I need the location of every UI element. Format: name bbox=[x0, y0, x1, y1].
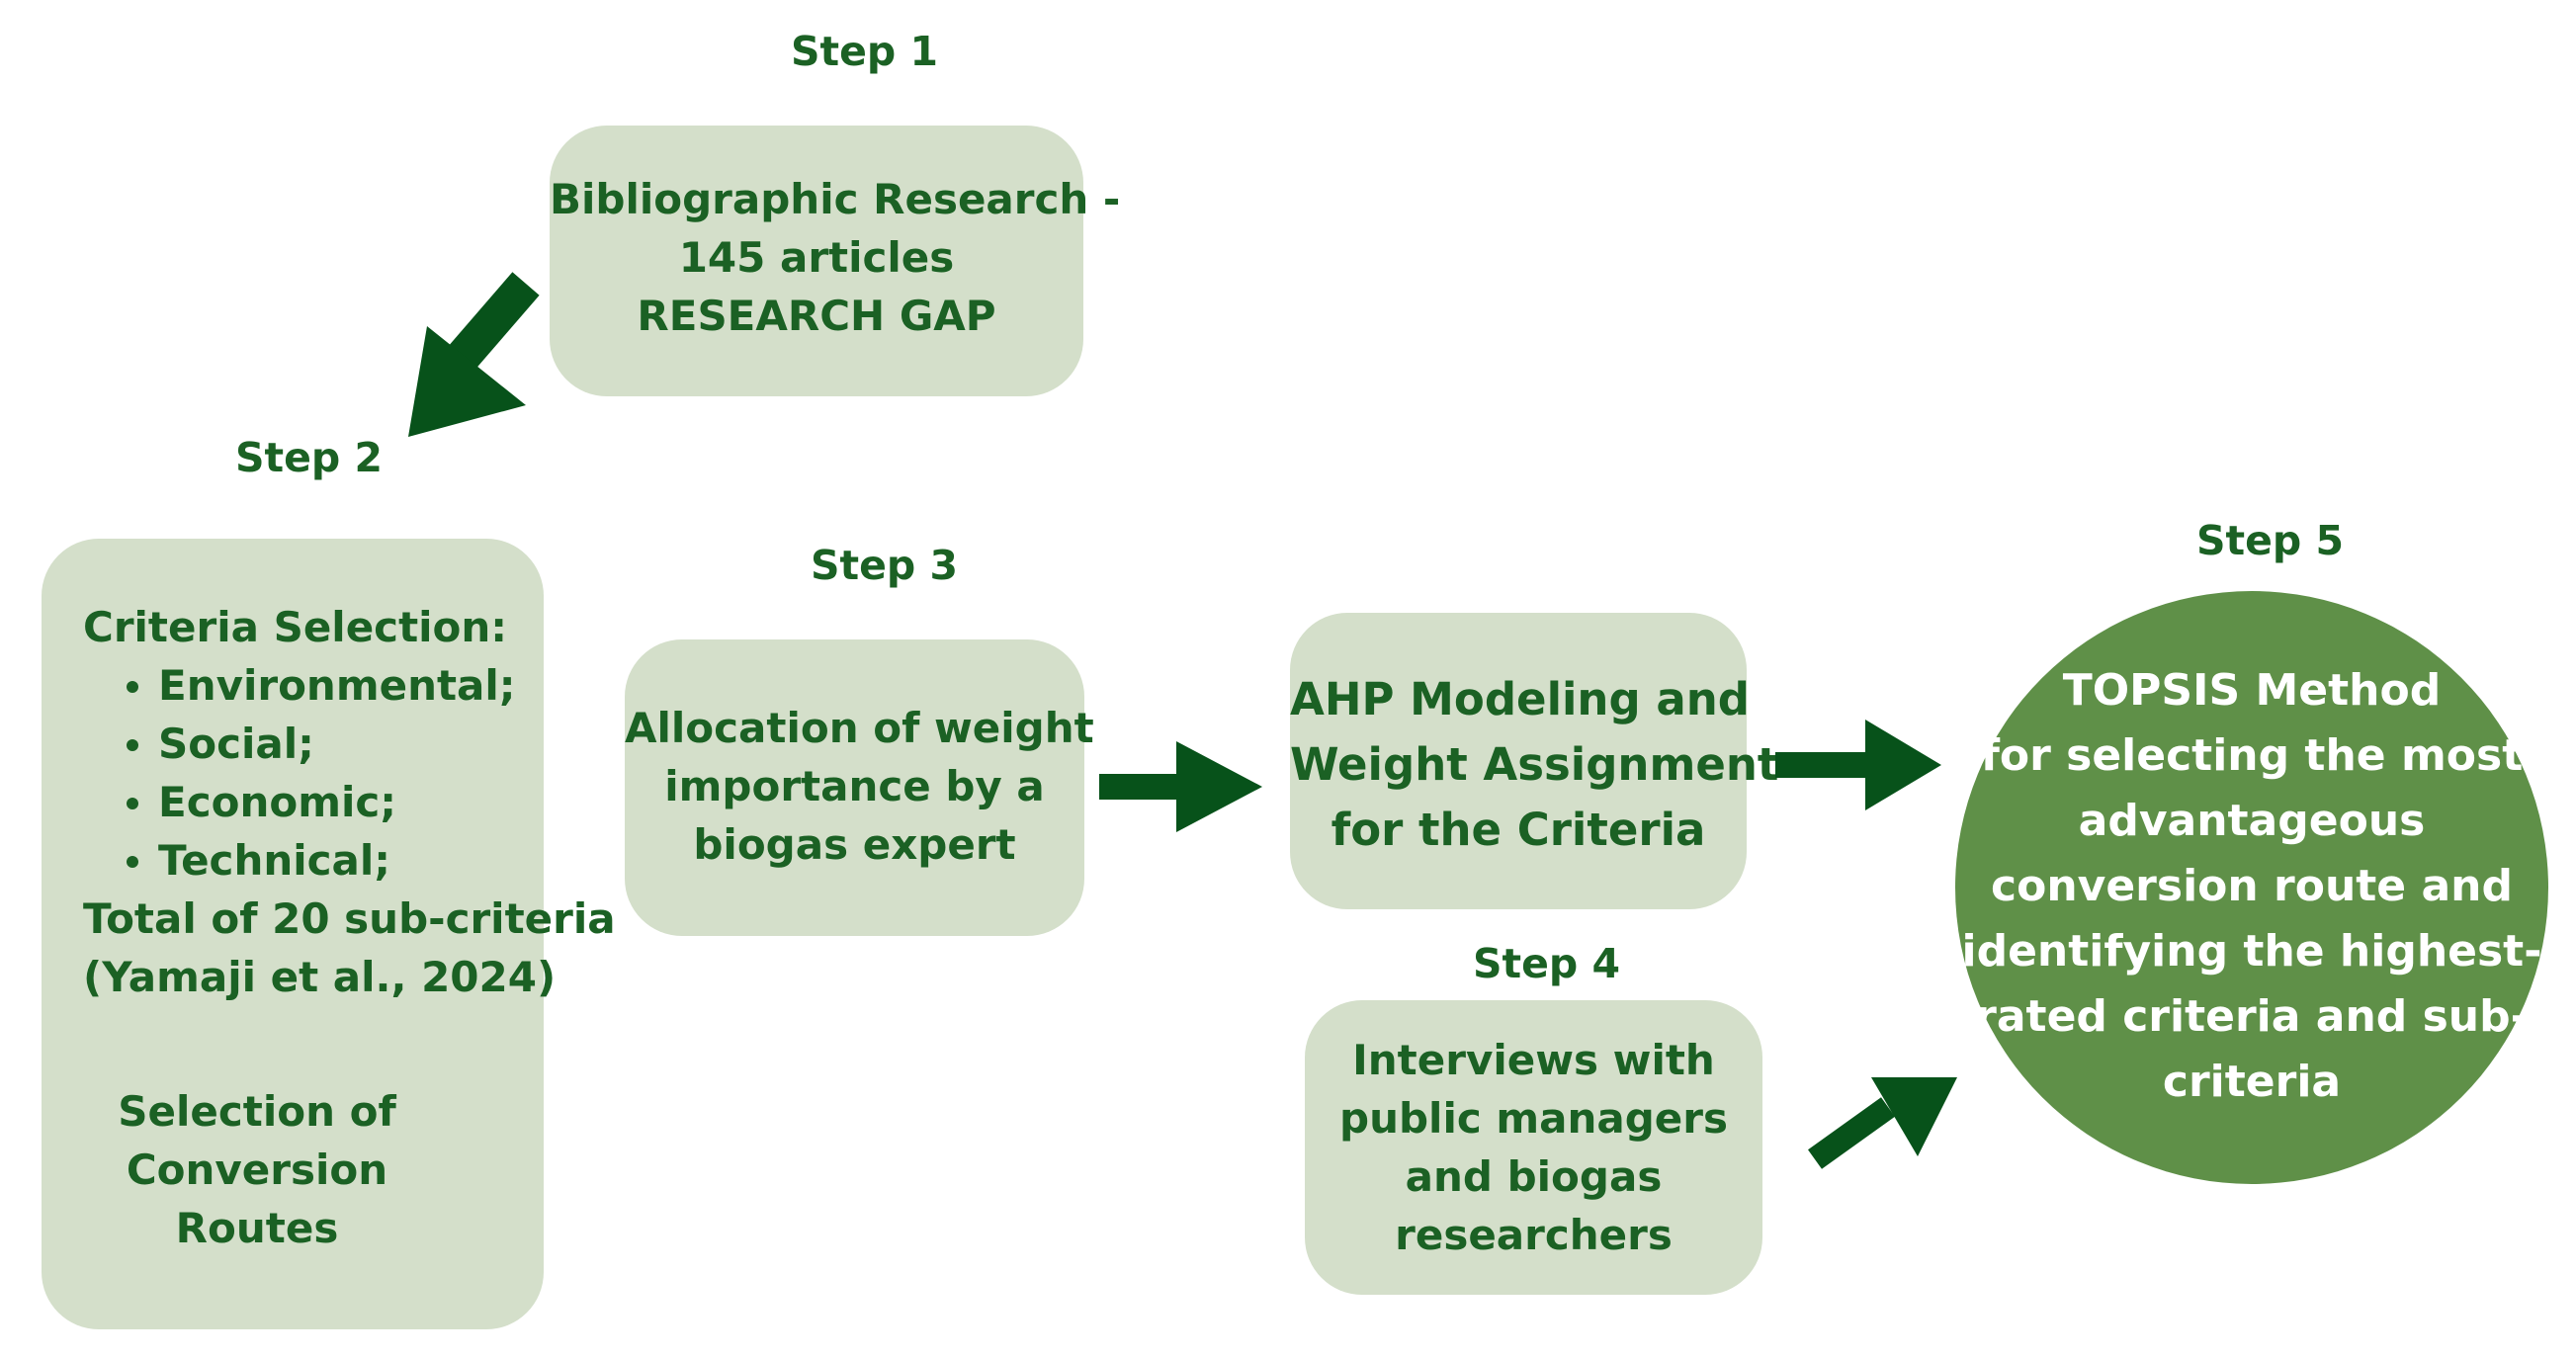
ahp-line-2: Weight Assignment bbox=[1290, 738, 1779, 791]
interviews-line-3: and biogas bbox=[1405, 1152, 1663, 1201]
topsis-text: TOPSIS Method for selecting the most adv… bbox=[1955, 658, 2548, 1115]
criteria-selection-box: Criteria Selection: Environmental; Socia… bbox=[42, 539, 616, 1329]
topsis-line-5: identifying the highest- bbox=[1961, 926, 2542, 977]
step-3-label: Step 3 bbox=[811, 542, 959, 589]
topsis-line-4: conversion route and bbox=[1991, 861, 2513, 911]
criteria-bullet-social: Social; bbox=[83, 715, 616, 773]
criteria-list: Criteria Selection: Environmental; Socia… bbox=[83, 598, 616, 1006]
conversion-routes-text: Selection of Conversion Routes bbox=[42, 1082, 472, 1257]
step-5-label: Step 5 bbox=[2196, 517, 2345, 564]
arrow-step4-to-topsis bbox=[1808, 1077, 1957, 1169]
topsis-line-1: TOPSIS Method bbox=[2062, 665, 2442, 716]
routes-line-3: Routes bbox=[175, 1204, 339, 1252]
topsis-line-7: criteria bbox=[2162, 1057, 2342, 1107]
arrow-ahp-to-topsis bbox=[1775, 720, 1941, 810]
interviews-line-2: public managers bbox=[1339, 1094, 1728, 1143]
topsis-circle: TOPSIS Method for selecting the most adv… bbox=[1955, 591, 2548, 1184]
arrow-step3-to-ahp bbox=[1099, 741, 1262, 832]
ahp-line-3: for the Criteria bbox=[1331, 804, 1706, 856]
allocation-line-1: Allocation of weight bbox=[625, 704, 1094, 752]
criteria-heading: Criteria Selection: bbox=[83, 603, 508, 651]
interviews-line-4: researchers bbox=[1395, 1211, 1673, 1259]
bibliographic-research-text: Bibliographic Research - 145 articles RE… bbox=[550, 170, 1121, 345]
criteria-bullet-environmental: Environmental; bbox=[83, 656, 616, 715]
criteria-total: Total of 20 sub-criteria bbox=[83, 894, 616, 943]
bibliographic-line-2: 145 articles bbox=[678, 233, 955, 282]
step-4-label: Step 4 bbox=[1473, 940, 1621, 987]
ahp-line-1: AHP Modeling and bbox=[1290, 673, 1750, 725]
arrow-step1-to-step2 bbox=[408, 272, 540, 437]
step-2-label: Step 2 bbox=[235, 434, 384, 481]
weight-allocation-text: Allocation of weight importance by a bio… bbox=[625, 699, 1094, 874]
bibliographic-line-3: RESEARCH GAP bbox=[637, 292, 996, 340]
bibliographic-research-box: Bibliographic Research - 145 articles RE… bbox=[550, 126, 1121, 396]
interviews-box: Interviews with public managers and biog… bbox=[1305, 1000, 1762, 1295]
step-1-label: Step 1 bbox=[791, 28, 939, 75]
routes-line-1: Selection of bbox=[118, 1087, 396, 1136]
interviews-text: Interviews with public managers and biog… bbox=[1305, 1031, 1762, 1264]
bibliographic-line-1: Bibliographic Research - bbox=[550, 175, 1121, 223]
ahp-modeling-text: AHP Modeling and Weight Assignment for t… bbox=[1290, 667, 1779, 863]
routes-line-2: Conversion bbox=[126, 1146, 388, 1194]
criteria-bullet-technical: Technical; bbox=[83, 831, 616, 890]
topsis-line-3: advantageous bbox=[2078, 796, 2426, 846]
ahp-modeling-box: AHP Modeling and Weight Assignment for t… bbox=[1290, 613, 1779, 909]
allocation-line-2: importance by a bbox=[664, 762, 1045, 810]
allocation-line-3: biogas expert bbox=[693, 820, 1016, 869]
topsis-line-2: for selecting the most bbox=[1980, 730, 2524, 781]
criteria-bullet-economic: Economic; bbox=[83, 773, 616, 831]
criteria-citation: (Yamaji et al., 2024) bbox=[83, 953, 557, 1001]
interviews-line-1: Interviews with bbox=[1352, 1036, 1715, 1084]
topsis-line-6: rated criteria and sub- bbox=[1975, 991, 2529, 1042]
weight-allocation-box: Allocation of weight importance by a bio… bbox=[625, 639, 1094, 936]
